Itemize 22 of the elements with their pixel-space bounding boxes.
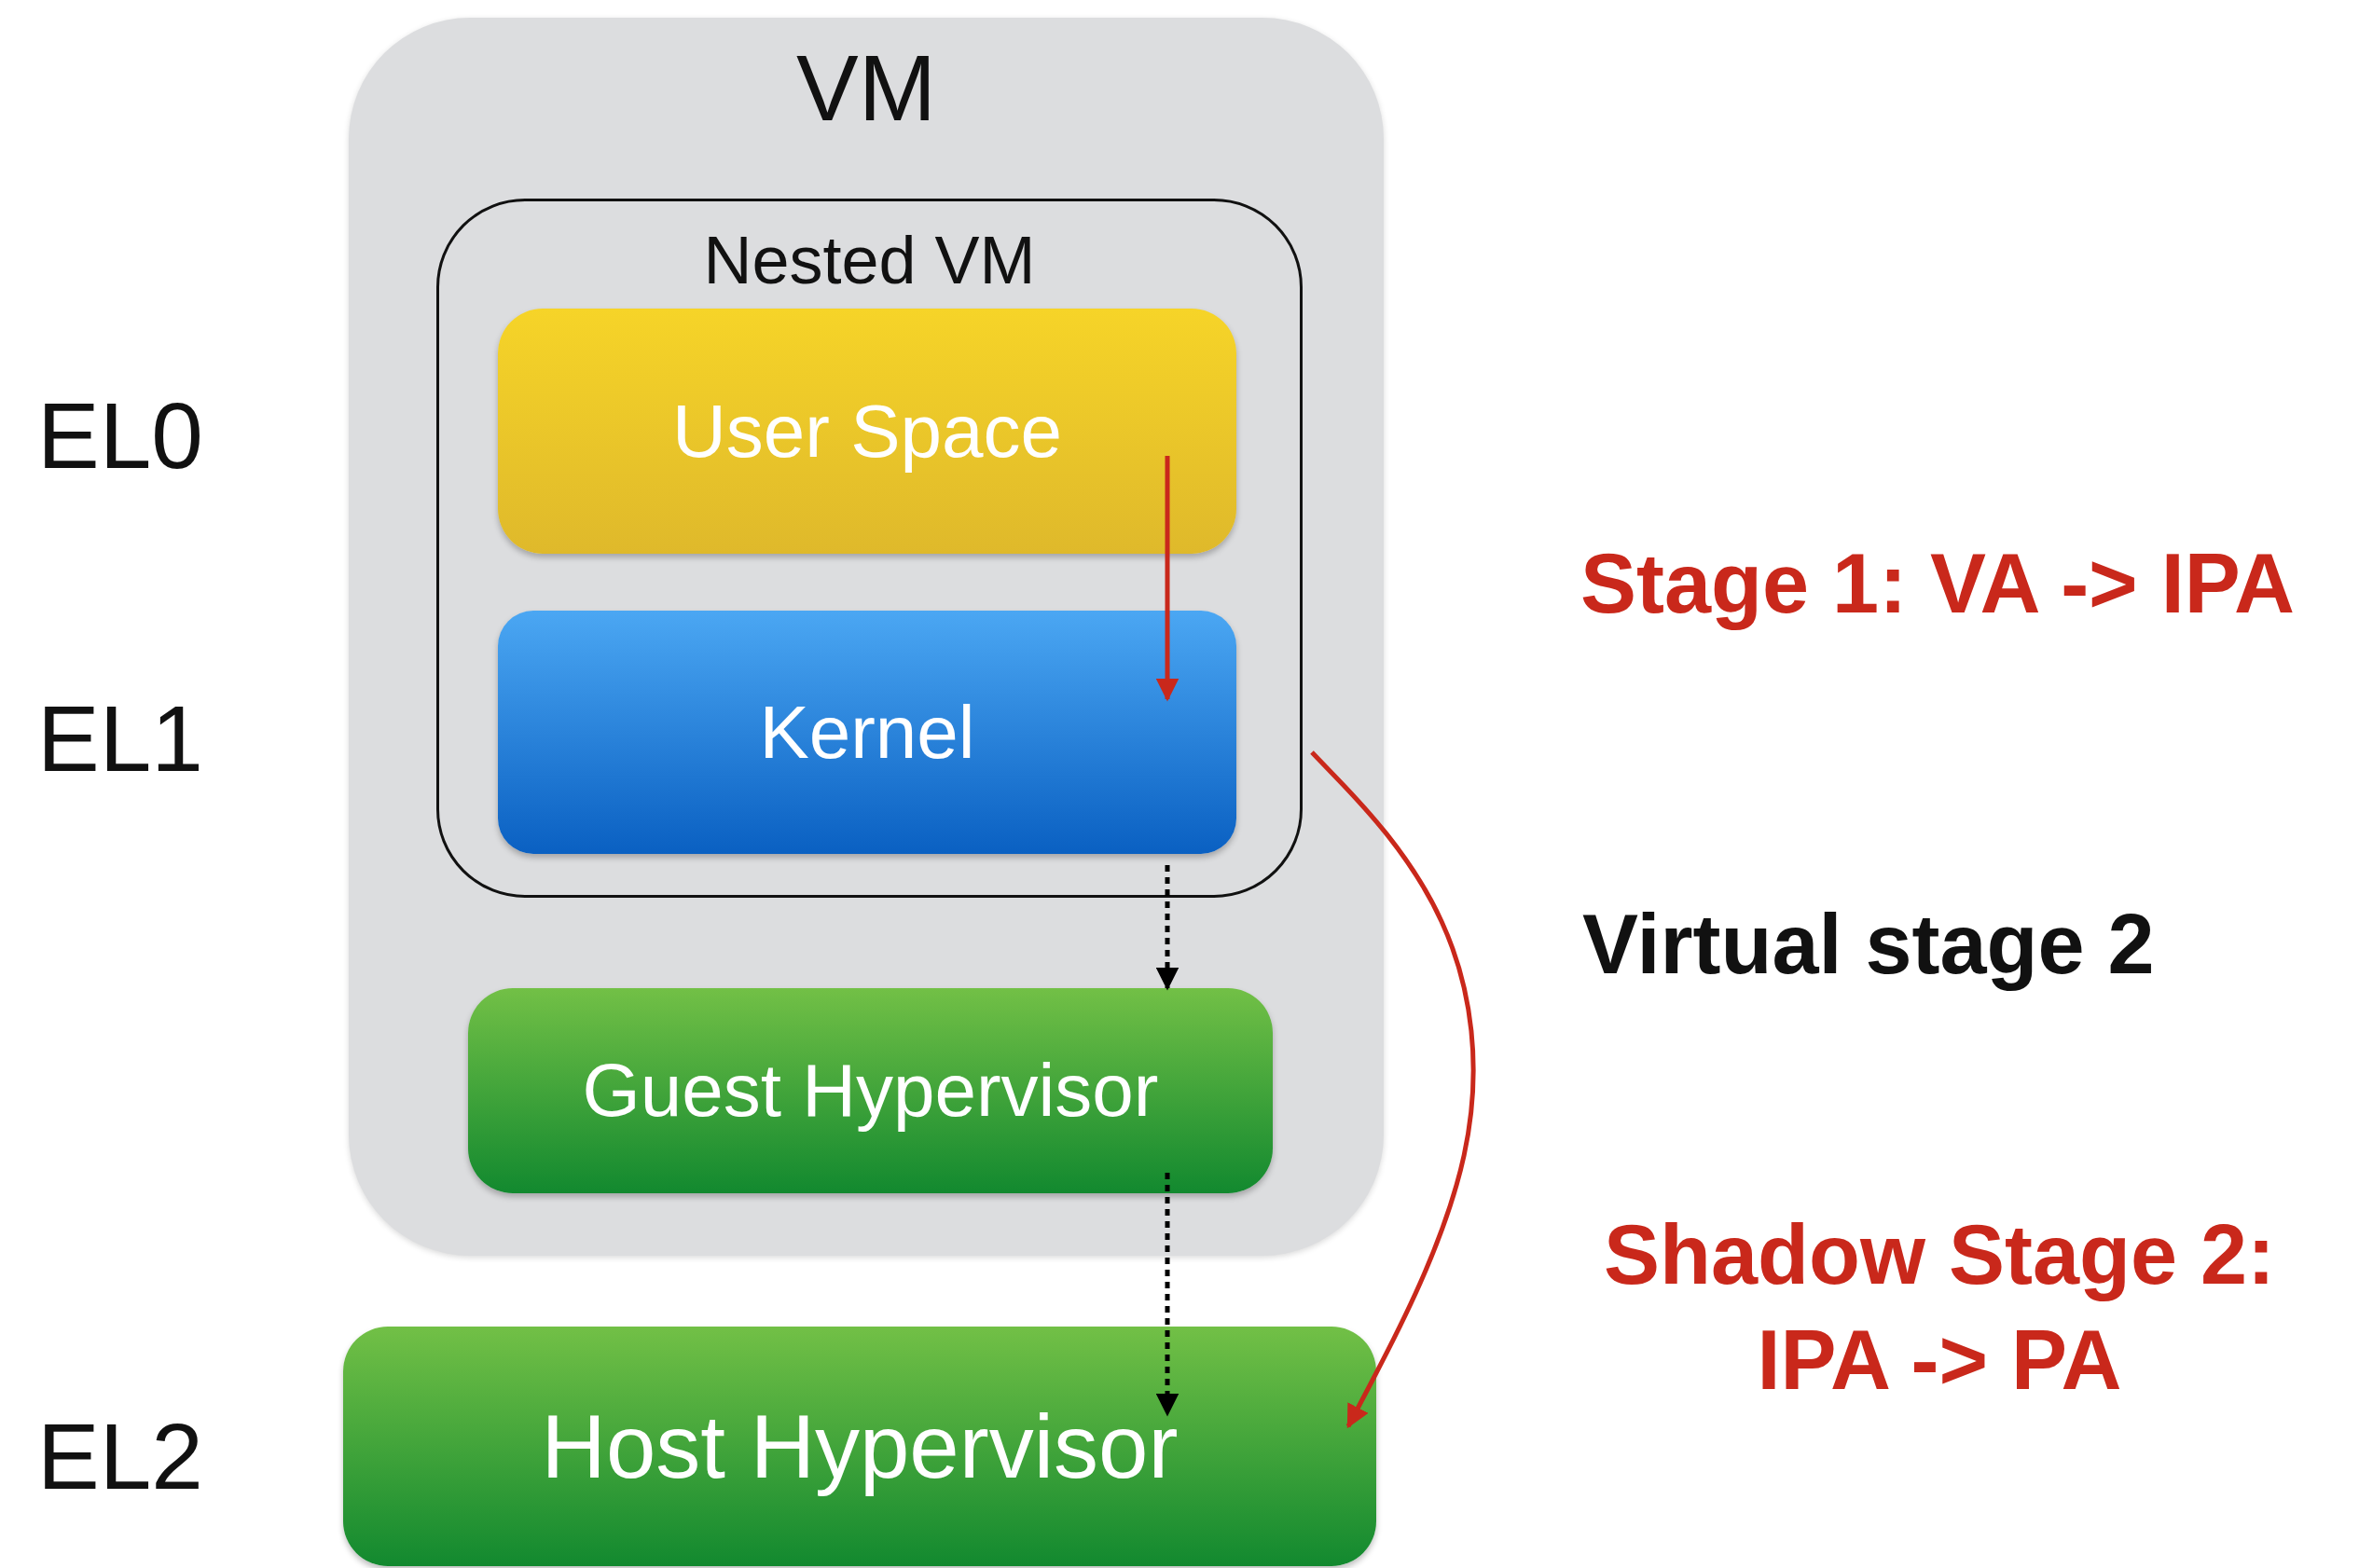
vm-container [349,18,1384,1256]
box-label: Nested VM [703,222,1036,298]
kernel-box [498,611,1236,854]
arrow [1155,865,1180,991]
arrow [1155,456,1180,702]
user-space-box [498,309,1236,554]
box-label: Kernel [759,689,975,776]
exception-level-label: EL2 [37,1403,203,1510]
arrow [1310,750,1476,1429]
guest-hypervisor-box [468,988,1273,1193]
exception-level-label: EL0 [37,382,203,489]
nested-vm-container [436,199,1303,898]
host-hypervisor-box [343,1327,1376,1566]
stage-label: Shadow Stage 2: IPA -> PA [1602,1207,2277,1409]
exception-level-label: EL1 [37,685,203,792]
stage-label: Virtual stage 2 [1582,897,2155,993]
box-label: Host Hypervisor [541,1395,1179,1498]
box-label: User Space [672,388,1062,475]
arrow [1155,1173,1180,1417]
box-label: Guest Hypervisor [582,1048,1159,1134]
box-label: VM [796,34,936,142]
stage-label: Stage 1: VA -> IPA [1580,536,2295,632]
